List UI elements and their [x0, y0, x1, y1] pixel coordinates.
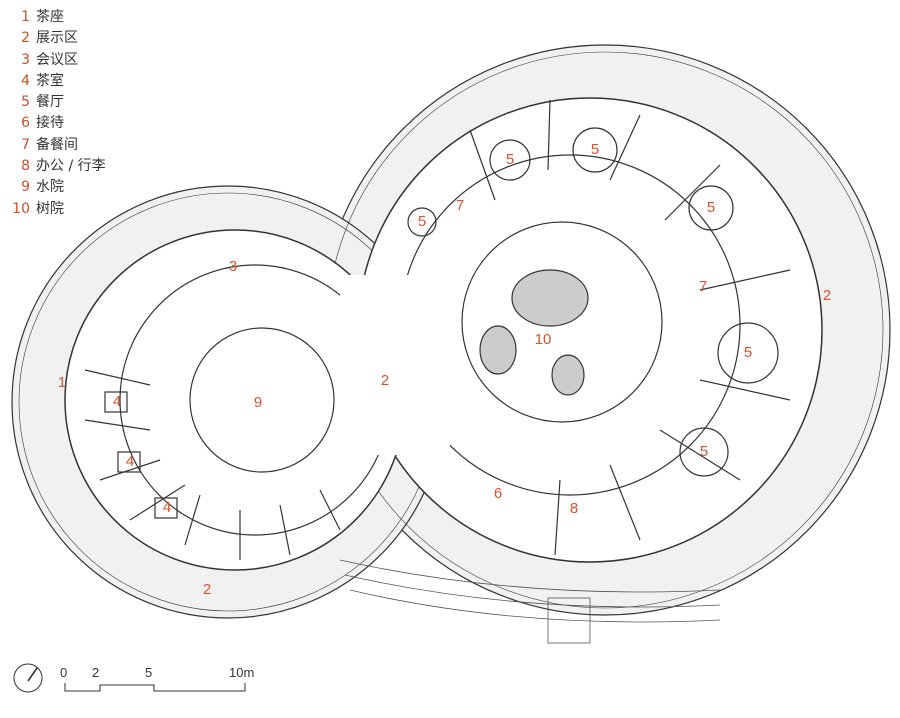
- label-dining: 5: [506, 151, 514, 168]
- label-tea-room: 4: [163, 499, 171, 516]
- north-arrow-icon: [13, 663, 43, 693]
- water-court: [189, 327, 335, 473]
- label-dining: 5: [418, 213, 426, 230]
- tree-mound: [511, 269, 589, 327]
- label-dining: 5: [744, 344, 752, 361]
- label-dining: 5: [700, 443, 708, 460]
- label-dining: 5: [707, 199, 715, 216]
- label-exhibition: 2: [203, 581, 211, 598]
- scale-tick: 10m: [229, 665, 254, 680]
- label-reception: 6: [494, 485, 502, 502]
- label-pantry: 7: [456, 197, 464, 214]
- label-pantry: 7: [699, 278, 707, 295]
- scale-tick: 5: [145, 665, 152, 680]
- label-tree-court: 10: [535, 331, 552, 348]
- label-dining: 5: [591, 141, 599, 158]
- label-office: 8: [570, 500, 578, 517]
- label-tea-seating: 1: [58, 374, 66, 391]
- scale-tick: 2: [92, 665, 99, 680]
- label-exhibition: 2: [823, 287, 831, 304]
- label-water-court: 9: [254, 394, 262, 411]
- scale-tick: 0: [60, 665, 67, 680]
- label-meeting: 3: [229, 258, 237, 275]
- label-tea-room: 4: [126, 453, 134, 470]
- scale-bar: 0 2 5 10m: [60, 665, 254, 692]
- plan-labels: 1 2 3 4 4 4 9 2 10 5 5 5 5 5 5 7 7 2 6 8: [58, 141, 831, 598]
- label-tea-room: 4: [113, 393, 121, 410]
- label-exhibition: 2: [381, 372, 389, 389]
